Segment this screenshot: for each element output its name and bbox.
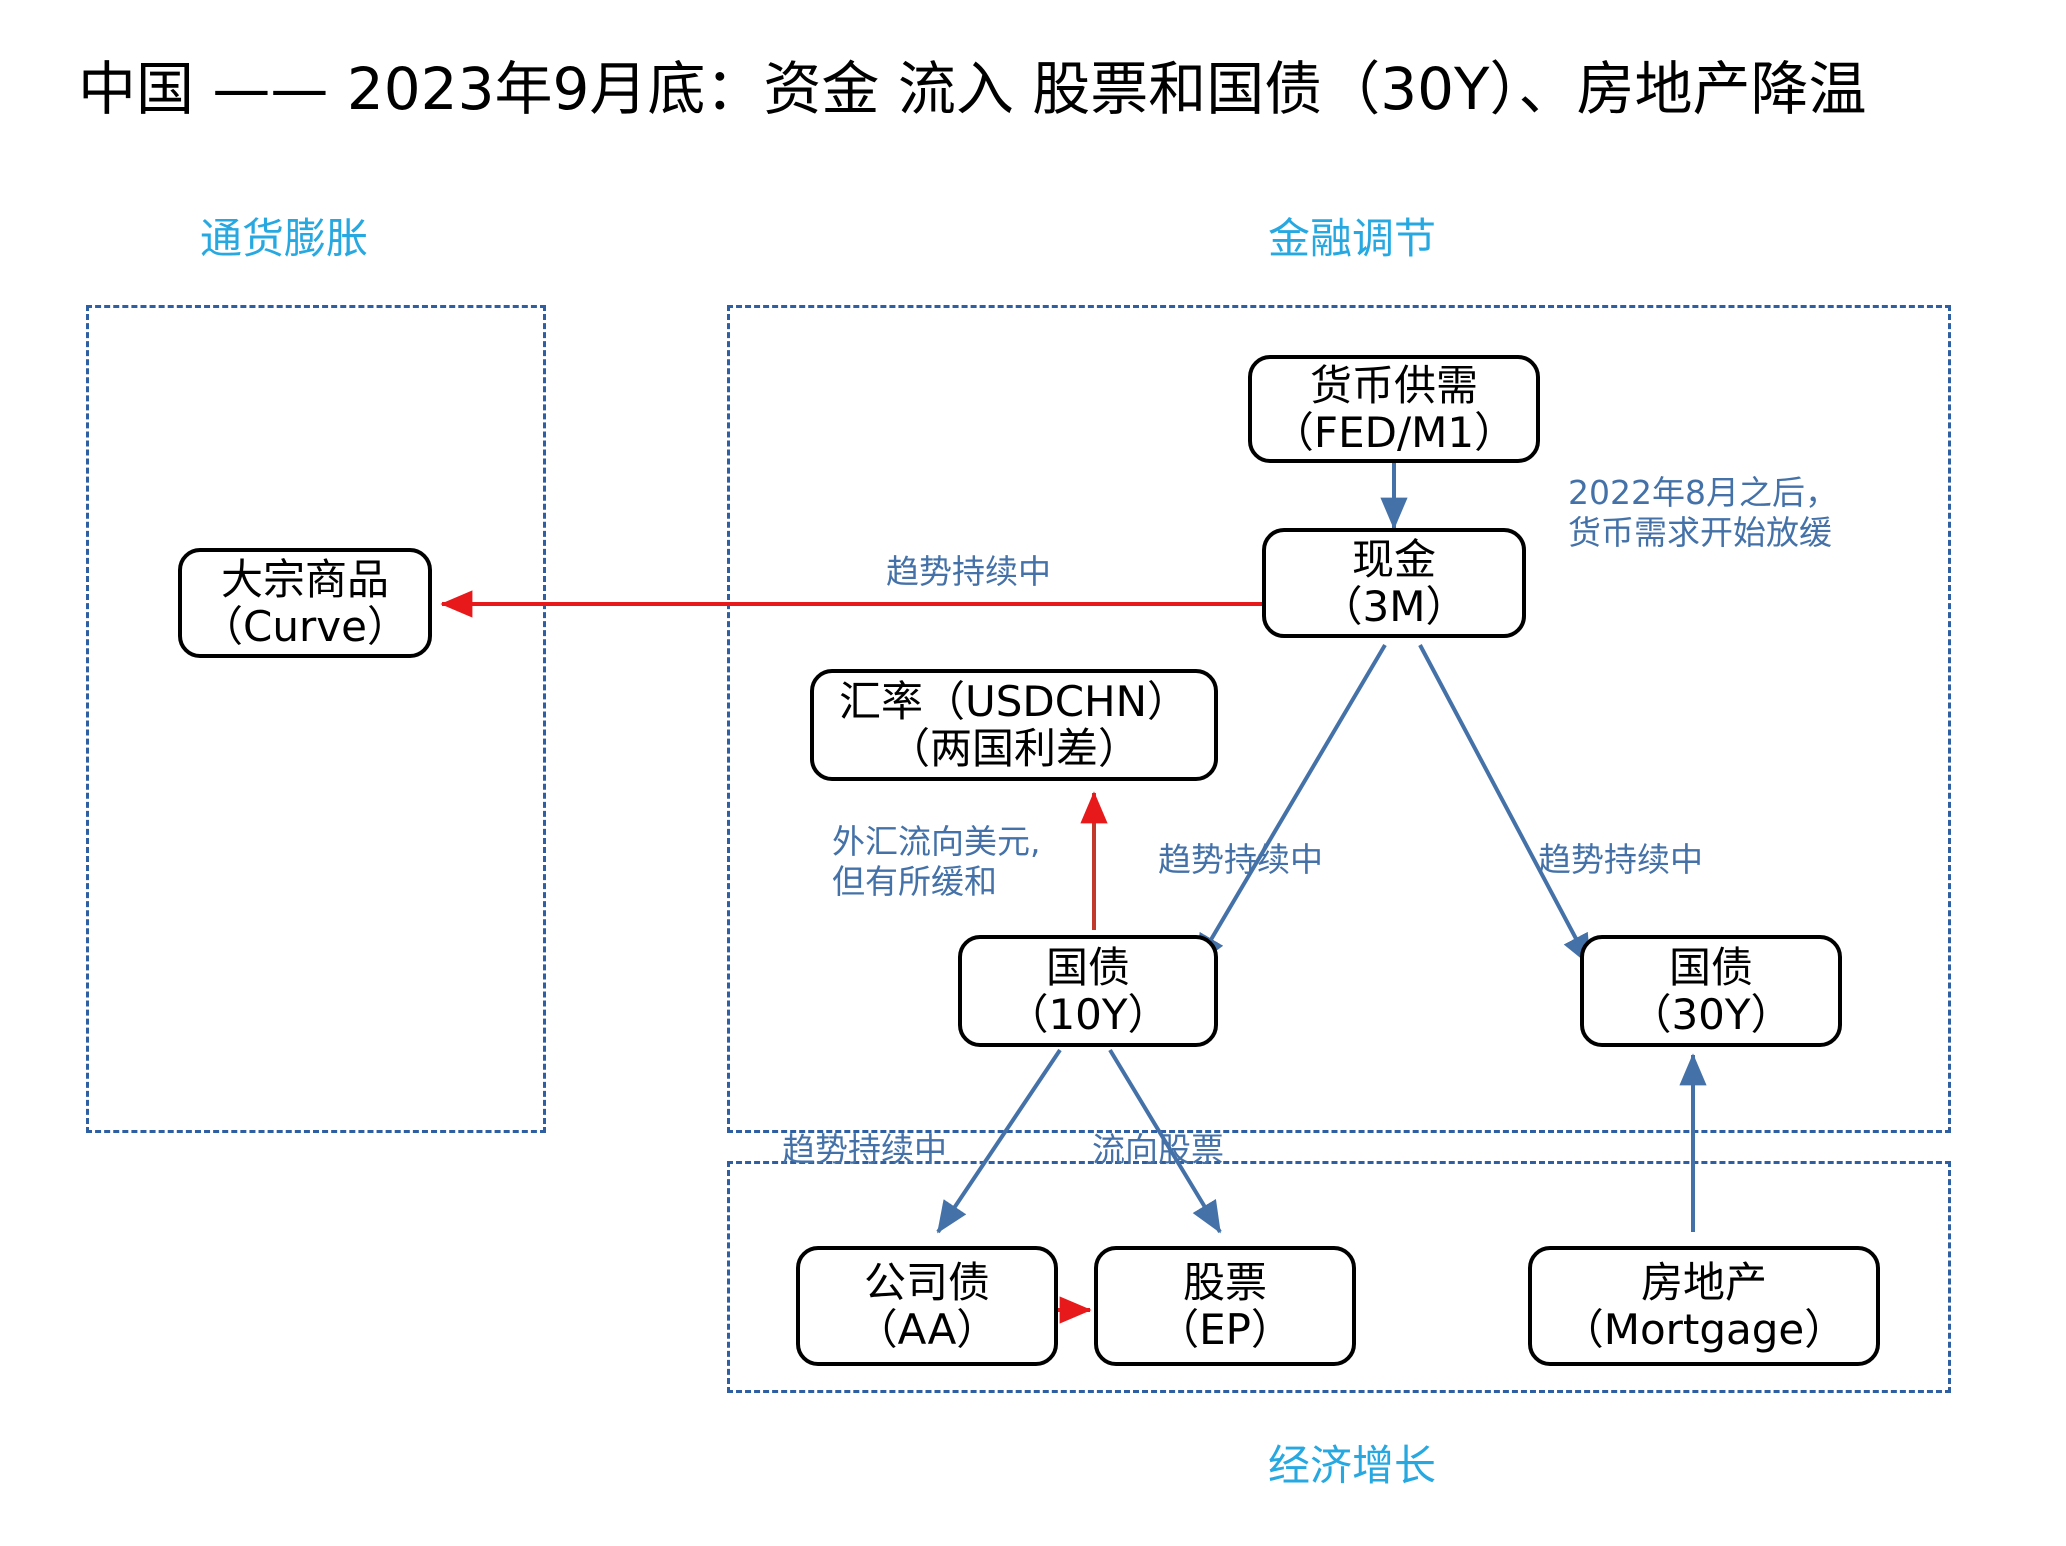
zone-label-financial: 金融调节: [1268, 214, 1437, 263]
page-title: 中国 —— 2023年9月底：资金 流入 股票和国债（30Y）、房地产降温: [78, 55, 1867, 123]
node-corporate-bond-line1: 公司债: [863, 1257, 990, 1307]
node-bond-10y-line2: （10Y）: [1006, 990, 1170, 1039]
node-bond-30y-line1: 国债: [1668, 942, 1753, 992]
node-money-supply[interactable]: 货币供需 （FED/M1）: [1248, 355, 1540, 463]
edge-label-bond10y-to-corp-bond: 趋势持续中: [782, 1130, 947, 1169]
zone-box-growth: [727, 1161, 1951, 1393]
zone-box-financial: [727, 305, 1951, 1133]
node-bond-10y-line1: 国债: [1045, 942, 1130, 992]
edge-label-cash-to-bond10y: 趋势持续中: [1158, 840, 1323, 879]
node-corporate-bond[interactable]: 公司债 （AA）: [796, 1246, 1058, 1366]
node-commodity-line1: 大宗商品: [220, 554, 389, 604]
node-cash-line1: 现金: [1351, 534, 1436, 584]
node-equity-line2: （EP）: [1157, 1305, 1293, 1354]
node-fx-rate[interactable]: 汇率（USDCHN） （两国利差）: [810, 669, 1218, 781]
node-fx-rate-line1: 汇率（USDCHN）: [838, 676, 1190, 726]
node-real-estate-line1: 房地产: [1640, 1257, 1767, 1307]
node-commodity[interactable]: 大宗商品 （Curve）: [178, 548, 432, 658]
edge-label-bond10y-to-equity: 流向股票: [1092, 1130, 1224, 1169]
node-real-estate-line2: （Mortgage）: [1561, 1305, 1847, 1354]
node-money-supply-line2: （FED/M1）: [1271, 408, 1517, 457]
zone-label-inflation: 通货膨胀: [200, 214, 369, 263]
node-bond-30y-line2: （30Y）: [1629, 990, 1793, 1039]
edge-label-cash-to-commodity: 趋势持续中: [886, 552, 1051, 591]
node-cash[interactable]: 现金 （3M）: [1262, 528, 1526, 638]
node-corporate-bond-line2: （AA）: [855, 1305, 999, 1354]
node-bond-30y[interactable]: 国债 （30Y）: [1580, 935, 1842, 1047]
node-bond-10y[interactable]: 国债 （10Y）: [958, 935, 1218, 1047]
node-real-estate[interactable]: 房地产 （Mortgage）: [1528, 1246, 1880, 1366]
edge-label-money-demand-slowing: 2022年8月之后， 货币需求开始放缓: [1568, 473, 1838, 553]
node-equity-line1: 股票: [1182, 1257, 1267, 1307]
node-cash-line2: （3M）: [1320, 582, 1468, 631]
edge-label-cash-to-bond30y: 趋势持续中: [1538, 840, 1703, 879]
node-commodity-line2: （Curve）: [201, 602, 409, 651]
zone-label-growth: 经济增长: [1268, 1441, 1437, 1490]
node-equity[interactable]: 股票 （EP）: [1094, 1246, 1356, 1366]
node-money-supply-line1: 货币供需: [1309, 360, 1478, 410]
zone-box-inflation: [86, 305, 546, 1133]
edge-label-fx-flow: 外汇流向美元, 但有所缓和: [832, 822, 1041, 902]
node-fx-rate-line2: （两国利差）: [887, 724, 1140, 773]
